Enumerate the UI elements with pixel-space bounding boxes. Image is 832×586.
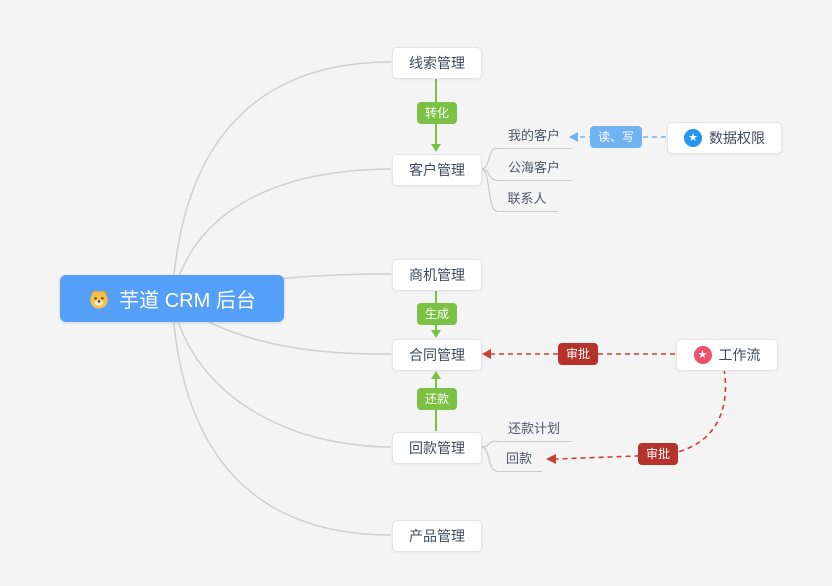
star-circle-pink-icon: ★ — [693, 346, 712, 364]
node-contract-management[interactable]: 合同管理 — [392, 339, 482, 371]
arrowhead-left-contract — [482, 349, 491, 359]
edge-receivable-plan — [480, 440, 498, 448]
node-data-permission[interactable]: ★ 数据权限 — [667, 122, 782, 154]
badge-read-write: 读、写 — [589, 126, 643, 148]
data-permission-label: 数据权限 — [709, 130, 765, 146]
node-lead-management[interactable]: 线索管理 — [392, 47, 482, 79]
workflow-label: 工作流 — [718, 347, 761, 363]
node-workflow[interactable]: ★ 工作流 — [676, 339, 778, 371]
badge-generate: 生成 — [416, 303, 458, 325]
badge-convert: 转化 — [416, 102, 458, 124]
edge-root-receivable — [171, 299, 392, 448]
sub-item-payment[interactable]: 回款 — [496, 449, 542, 472]
sub-item-pool-customers[interactable]: 公海客户 — [496, 158, 572, 181]
sub-item-my-customers[interactable]: 我的客户 — [496, 126, 572, 149]
badge-approve-receivable: 审批 — [637, 443, 679, 465]
arrowhead-down-customer — [431, 144, 441, 152]
root-node-crm[interactable]: 芋道 CRM 后台 — [60, 275, 284, 322]
edge-root-lead — [171, 61, 392, 301]
edge-receivable-payment — [480, 446, 498, 472]
edge-customer-contact — [480, 168, 498, 212]
badge-approve-contract: 审批 — [557, 343, 599, 365]
edge-customer-pool — [480, 168, 498, 181]
node-customer-management[interactable]: 客户管理 — [392, 154, 482, 186]
dog-icon — [88, 288, 110, 310]
subtree-curves — [480, 147, 498, 472]
root-node-label: 芋道 CRM 后台 — [119, 290, 256, 312]
node-receivable-management[interactable]: 回款管理 — [392, 432, 482, 464]
node-product-management[interactable]: 产品管理 — [392, 520, 482, 552]
edge-customer-my — [480, 147, 498, 170]
star-circle-blue-icon: ★ — [684, 129, 702, 147]
node-opportunity-management[interactable]: 商机管理 — [392, 259, 482, 291]
sub-item-repayment-plan[interactable]: 还款计划 — [496, 419, 572, 442]
sub-item-contacts[interactable]: 联系人 — [496, 189, 558, 212]
arrowhead-left-payment — [546, 454, 556, 464]
arrowhead-up-contract — [431, 371, 441, 379]
arrowhead-down-contract — [431, 330, 441, 338]
edge-root-product — [171, 299, 392, 536]
badge-repay: 还款 — [416, 388, 458, 410]
